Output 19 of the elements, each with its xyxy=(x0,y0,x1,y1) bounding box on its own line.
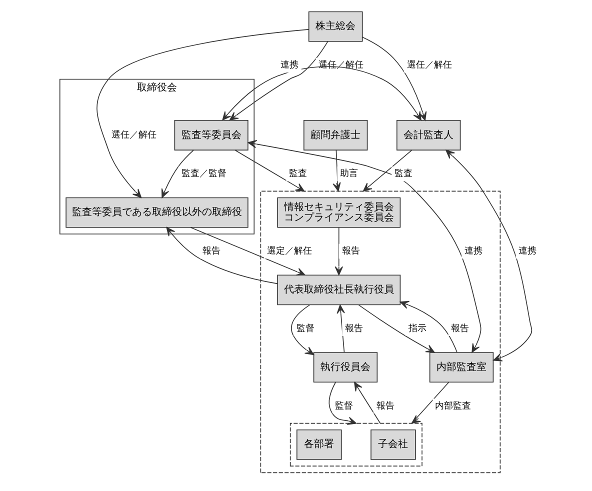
edge-label: 報告 xyxy=(344,324,363,334)
edge-label: 連携 xyxy=(280,60,298,71)
edge-label: 監査 xyxy=(288,169,307,180)
edge-label: 選定／解任 xyxy=(266,246,312,257)
edge-label: 監督 xyxy=(296,324,314,334)
edge-label: 選任／解任 xyxy=(406,60,452,71)
edge-label: 連携 xyxy=(464,246,482,257)
edge-label: 選任／解任 xyxy=(110,130,156,141)
edge-label: 指示 xyxy=(408,324,426,334)
edge-label: 内部監査 xyxy=(434,401,471,412)
edge-label: 報告 xyxy=(341,246,360,257)
edge-label: 連携 xyxy=(518,246,536,257)
edge-label: 報告 xyxy=(450,324,469,334)
edge-label: 助言 xyxy=(340,169,358,180)
edge-label: 監査／監督 xyxy=(180,169,226,180)
edge-label: 報告 xyxy=(202,246,220,257)
edge-label: 監督 xyxy=(334,401,353,412)
edge-label: 報告 xyxy=(376,401,394,412)
edge-label: 監査 xyxy=(394,169,412,180)
